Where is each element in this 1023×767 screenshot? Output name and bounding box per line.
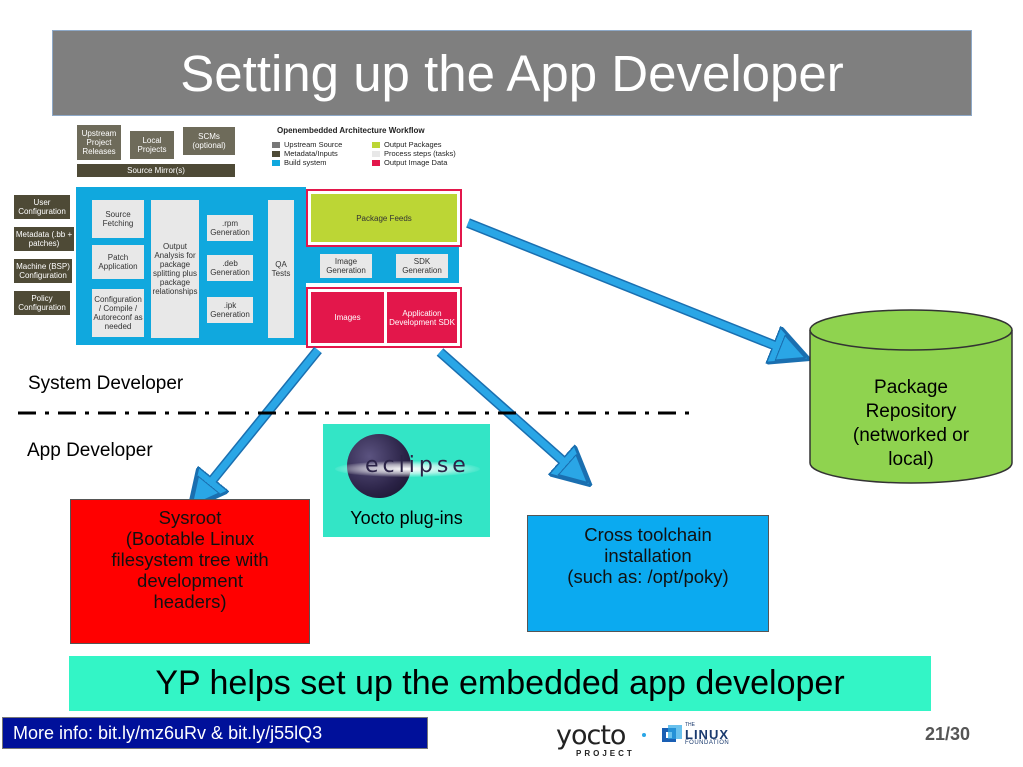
- images-output: Images: [311, 292, 384, 343]
- yocto-logo-subtitle: PROJECT: [576, 749, 635, 758]
- sysroot-box: Sysroot (Bootable Linux filesystem tree …: [70, 499, 310, 644]
- eclipse-logo: eclipse: [335, 434, 480, 499]
- linux-foundation-square-accent: [668, 725, 682, 739]
- step-output-analysis: Output Analysis for package splitting pl…: [151, 200, 199, 338]
- eclipse-caption: Yocto plug-ins: [350, 508, 463, 528]
- legend-item: Process steps (tasks): [372, 149, 456, 158]
- legend-item: Output Image Data: [372, 158, 447, 167]
- yocto-logo: yocto: [556, 720, 626, 751]
- step-ipk-generation: .ipk Generation: [207, 297, 253, 323]
- input-metadata: Metadata (.bb + patches): [14, 227, 74, 251]
- legend-title: Openembedded Architecture Workflow: [277, 126, 425, 135]
- linux-foundation-logo: THE LINUX FOUNDATION: [662, 722, 762, 748]
- step-patch-application: Patch Application: [92, 245, 144, 279]
- tagline-box: YP helps set up the embedded app develop…: [69, 656, 931, 711]
- source-mirror: Source Mirror(s): [77, 164, 235, 177]
- app-sdk-output: Application Development SDK: [387, 292, 457, 343]
- step-source-fetching: Source Fetching: [92, 200, 144, 238]
- input-policy-config: Policy Configuration: [14, 291, 70, 315]
- step-configure-compile: Configuration / Compile / Autoreconf as …: [92, 289, 144, 337]
- package-feeds-frame: Package Feeds: [306, 189, 462, 247]
- legend-item: Metadata/Inputs: [272, 149, 338, 158]
- image-generation: Image Generation: [320, 254, 372, 278]
- source-scms: SCMs (optional): [183, 127, 235, 155]
- title-banner: Setting up the App Developer: [52, 30, 972, 116]
- source-local: Local Projects: [130, 131, 174, 159]
- eclipse-plugin-box: eclipse Yocto plug-ins: [323, 424, 490, 537]
- package-repository-cylinder: [809, 309, 1013, 484]
- input-machine-config: Machine (BSP) Configuration: [14, 259, 72, 283]
- package-feeds: Package Feeds: [311, 194, 457, 242]
- eclipse-glow: [335, 461, 480, 477]
- page-number: 21/30: [925, 724, 971, 744]
- tagline-text: YP helps set up the embedded app develop…: [155, 664, 845, 702]
- image-output-frame: Images Application Development SDK: [306, 287, 462, 348]
- source-upstream: Upstream Project Releases: [77, 125, 121, 160]
- step-rpm-generation: .rpm Generation: [207, 215, 253, 241]
- legend-item: Upstream Source: [272, 140, 342, 149]
- sdk-generation: SDK Generation: [396, 254, 448, 278]
- input-user-config: User Configuration: [14, 195, 70, 219]
- page-title: Setting up the App Developer: [180, 44, 844, 102]
- step-deb-generation: .deb Generation: [207, 255, 253, 281]
- system-developer-label: System Developer: [28, 373, 184, 394]
- legend-item: Output Packages: [372, 140, 442, 149]
- cross-toolchain-box: Cross toolchain installation (such as: /…: [527, 515, 769, 632]
- workflow-diagram: Upstream Project Releases Local Projects…: [14, 123, 484, 348]
- more-info-link[interactable]: More info: bit.ly/mz6uRv & bit.ly/j55lQ3: [2, 717, 428, 749]
- legend-item: Build system: [272, 158, 327, 167]
- package-repository-text: Package Repository (networked or local): [852, 377, 970, 470]
- eclipse-logo-text: eclipse: [365, 453, 470, 478]
- yocto-dot-icon: [642, 733, 646, 737]
- step-qa-tests: QA Tests: [268, 200, 294, 338]
- app-developer-label: App Developer: [27, 440, 153, 461]
